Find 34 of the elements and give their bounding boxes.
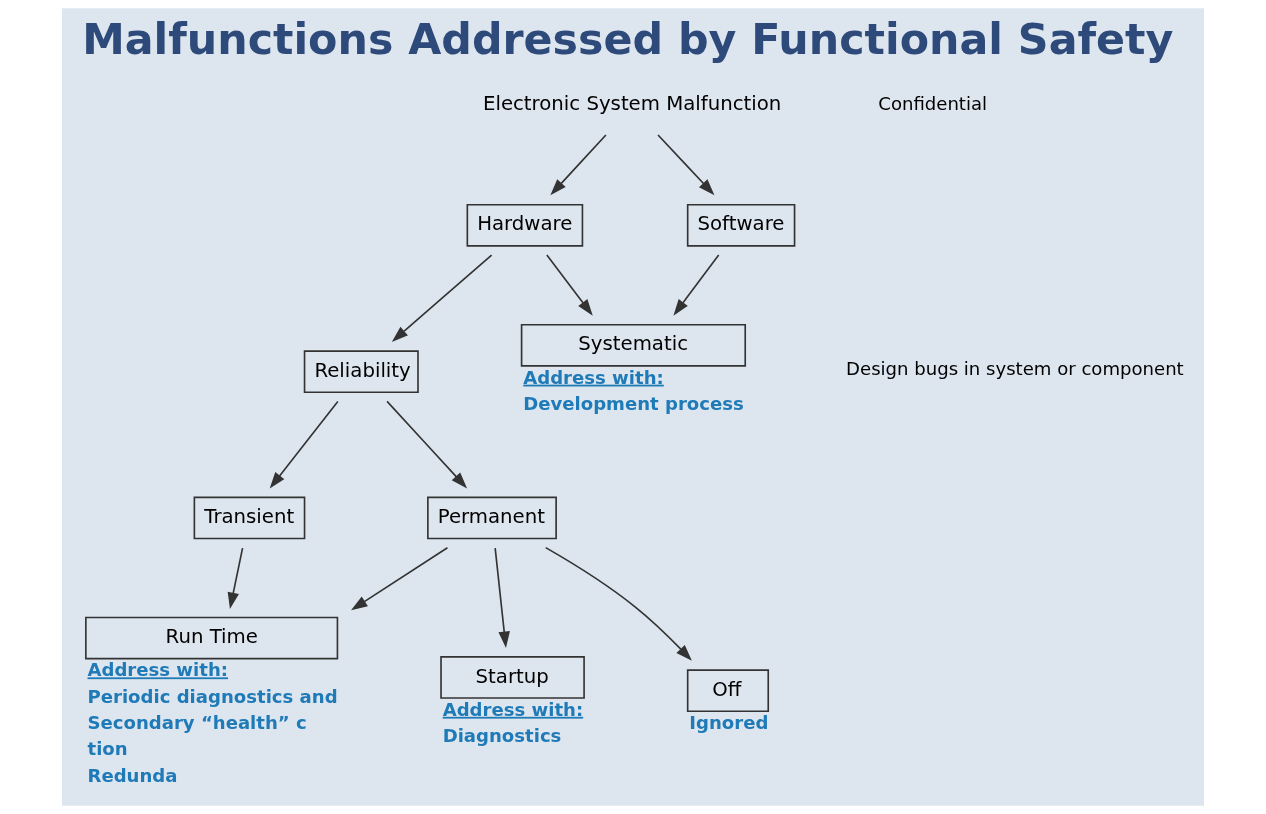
node-label: Ignored — [689, 711, 769, 733]
diagram-title: Malfunctions Addressed by Functional Safety — [82, 13, 1174, 64]
label: Design bugs in system or component — [846, 358, 1184, 380]
label: Confidential — [878, 92, 988, 114]
node-box: Transient — [193, 496, 306, 540]
arrow — [544, 546, 692, 661]
node-label: Address with: — [523, 366, 664, 388]
node-text: Electronic System Malfunction — [482, 92, 782, 116]
node-label: Secondary “health” c — [87, 711, 307, 733]
node-label: Development process — [523, 392, 744, 414]
arrow — [386, 400, 468, 489]
arrow — [546, 254, 593, 316]
arrow — [227, 547, 244, 609]
node-box: Reliability — [303, 350, 419, 393]
arrow — [494, 547, 510, 649]
arrow — [657, 134, 715, 196]
node-label: Address with: — [87, 659, 228, 681]
node-box: Permanent — [427, 496, 557, 540]
node-box: Off — [686, 669, 770, 713]
node-box: Startup — [440, 656, 585, 699]
node-label: Redunda — [87, 764, 178, 786]
arrow — [351, 546, 449, 611]
arrow — [550, 134, 607, 196]
node-label: tion — [87, 738, 128, 760]
node-label: Address with: — [442, 698, 584, 720]
arrow — [673, 254, 720, 316]
node-box: Systematic — [520, 323, 747, 367]
node-label: Periodic diagnostics and — [87, 685, 338, 707]
node-box: Hardware — [466, 203, 584, 247]
node-box: Software — [686, 203, 796, 247]
arrow — [391, 254, 493, 342]
node-box: Run Time — [85, 616, 339, 660]
arrow — [269, 400, 339, 489]
node-label: Diagnostics — [442, 725, 562, 747]
